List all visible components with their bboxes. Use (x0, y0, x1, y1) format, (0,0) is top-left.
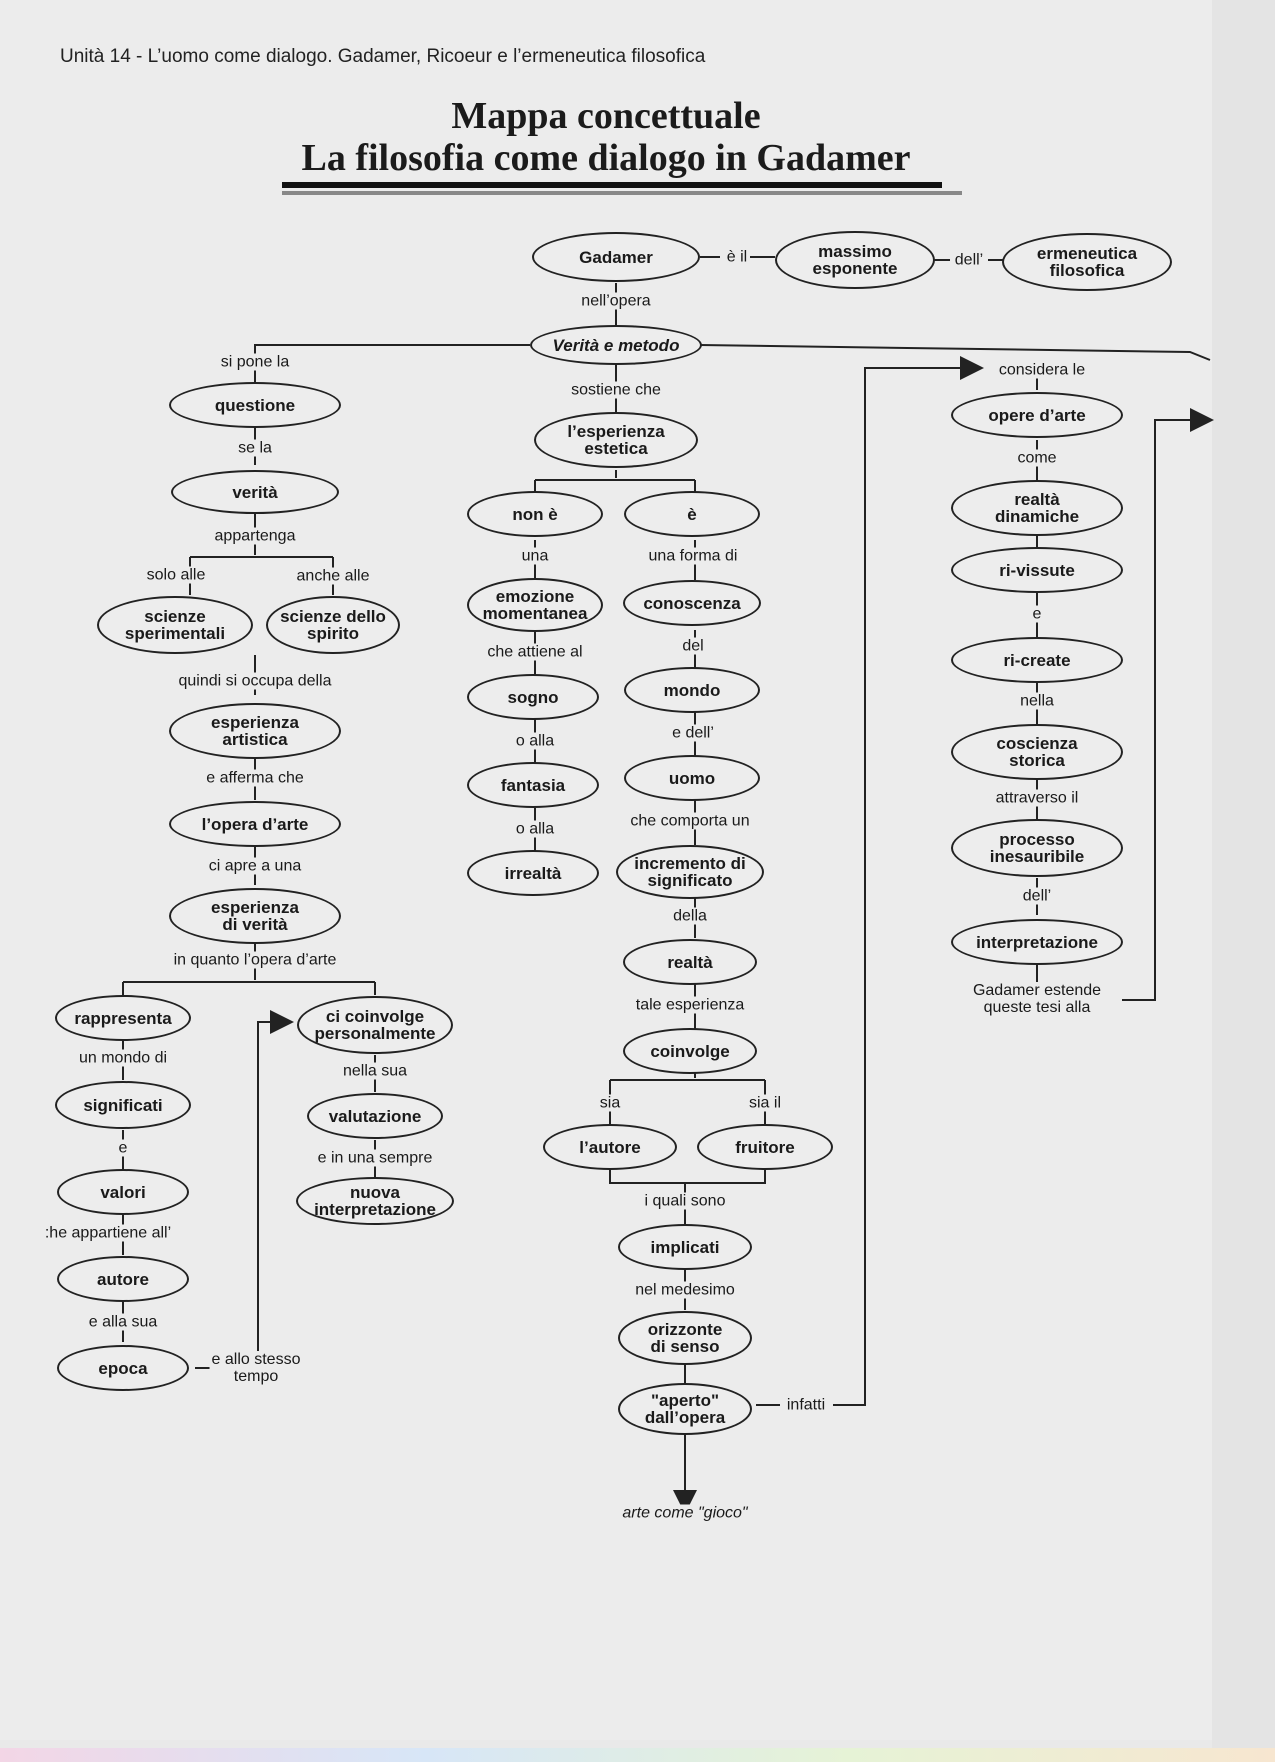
node-realta: realtà (623, 939, 757, 985)
node-verita-e-metodo: Verità e metodo (530, 325, 702, 365)
node-valutazione: valutazione (307, 1093, 443, 1139)
label-nella-sua: nella sua (340, 1062, 410, 1080)
label-del: del (680, 637, 706, 655)
node-e: è (624, 491, 760, 537)
label-che-appartiene: :he appartiene all’ (42, 1224, 174, 1242)
label-tale-esperienza: tale esperienza (633, 996, 747, 1014)
node-opera-d-arte: l’opera d’arte (169, 801, 341, 847)
label-nell-opera: nell’opera (579, 292, 653, 310)
node-uomo: uomo (624, 755, 760, 801)
label-in-quanto: in quanto l’opera d’arte (171, 951, 339, 969)
node-valori: valori (57, 1169, 189, 1215)
node-implicati: implicati (618, 1224, 752, 1270)
unit-header: Unità 14 - L’uomo come dialogo. Gadamer,… (60, 46, 706, 67)
label-della: della (671, 907, 709, 925)
label-se-la: se la (236, 439, 274, 457)
label-una-forma-di: una forma di (646, 547, 740, 565)
node-questione: questione (169, 382, 341, 428)
book-spine (1212, 0, 1275, 1762)
label-e-right: e (1030, 605, 1044, 623)
node-epoca: epoca (57, 1345, 189, 1391)
label-che-attiene: che attiene al (485, 643, 585, 661)
node-conoscenza: conoscenza (623, 580, 761, 626)
node-ri-create: ri-create (951, 637, 1123, 683)
label-e-in-una-sempre: e in una sempre (315, 1149, 435, 1167)
label-sia-il: sia il (746, 1094, 784, 1112)
node-coinvolge: coinvolge (623, 1028, 757, 1074)
label-i-quali-sono: i quali sono (642, 1192, 728, 1210)
label-dell-1: dell’ (952, 251, 986, 269)
label-attraverso-il: attraverso il (993, 789, 1081, 807)
node-mondo: mondo (624, 667, 760, 713)
map-title: Mappa concettuale (451, 95, 761, 137)
label-e-dell: e dell’ (670, 724, 716, 742)
node-interpretazione: interpretazione (951, 919, 1123, 965)
label-dell-2: dell’ (1020, 887, 1054, 905)
label-appartenga: appartenga (212, 527, 298, 545)
label-e-alla-sua: e alla sua (86, 1313, 160, 1331)
label-sostiene-che: sostiene che (569, 381, 663, 399)
node-sogno: sogno (467, 674, 599, 720)
label-considera-le: considera le (996, 361, 1088, 379)
node-l-autore: l’autore (543, 1124, 677, 1170)
label-una: una (519, 547, 551, 565)
map-subtitle: La filosofia come dialogo in Gadamer (301, 137, 911, 179)
node-non-e: non è (467, 491, 603, 537)
label-si-pone-la: si pone la (218, 353, 292, 371)
label-arte-come-gioco: arte come "gioco" (620, 1504, 750, 1522)
label-nella: nella (1018, 692, 1056, 710)
label-anche-alle: anche alle (294, 567, 372, 585)
node-irrealta: irrealtà (467, 850, 599, 896)
label-quindi: quindi si occupa della (176, 672, 334, 690)
node-verita: verità (171, 470, 339, 514)
title-underline-shadow (282, 191, 962, 195)
label-o-alla-1: o alla (513, 732, 557, 750)
label-nel-medesimo: nel medesimo (633, 1281, 737, 1299)
label-ci-apre: ci apre a una (206, 857, 304, 875)
scan-color-stripe (0, 1748, 1275, 1762)
node-fantasia: fantasia (467, 762, 599, 808)
label-che-comporta: che comporta un (628, 812, 752, 830)
node-aperto-dall-opera: "aperto"dall’opera (618, 1383, 752, 1435)
title-underline (282, 182, 942, 188)
node-fruitore: fruitore (697, 1124, 833, 1170)
node-significati: significati (55, 1081, 191, 1129)
node-opere-d-arte: opere d’arte (951, 392, 1123, 438)
label-e-il: è il (724, 248, 750, 266)
label-e-afferma: e afferma che (204, 769, 306, 787)
label-un-mondo-di: un mondo di (76, 1049, 170, 1067)
node-gadamer: Gadamer (532, 232, 700, 282)
label-infatti: infatti (784, 1396, 828, 1414)
label-e-small: e (116, 1139, 130, 1157)
node-ri-vissute: ri-vissute (951, 547, 1123, 593)
label-come: come (1015, 449, 1059, 467)
label-sia: sia (597, 1094, 623, 1112)
label-o-alla-2: o alla (513, 820, 557, 838)
node-rappresenta: rappresenta (55, 995, 191, 1041)
label-solo-alle: solo alle (144, 566, 208, 584)
node-autore-left: autore (57, 1256, 189, 1302)
